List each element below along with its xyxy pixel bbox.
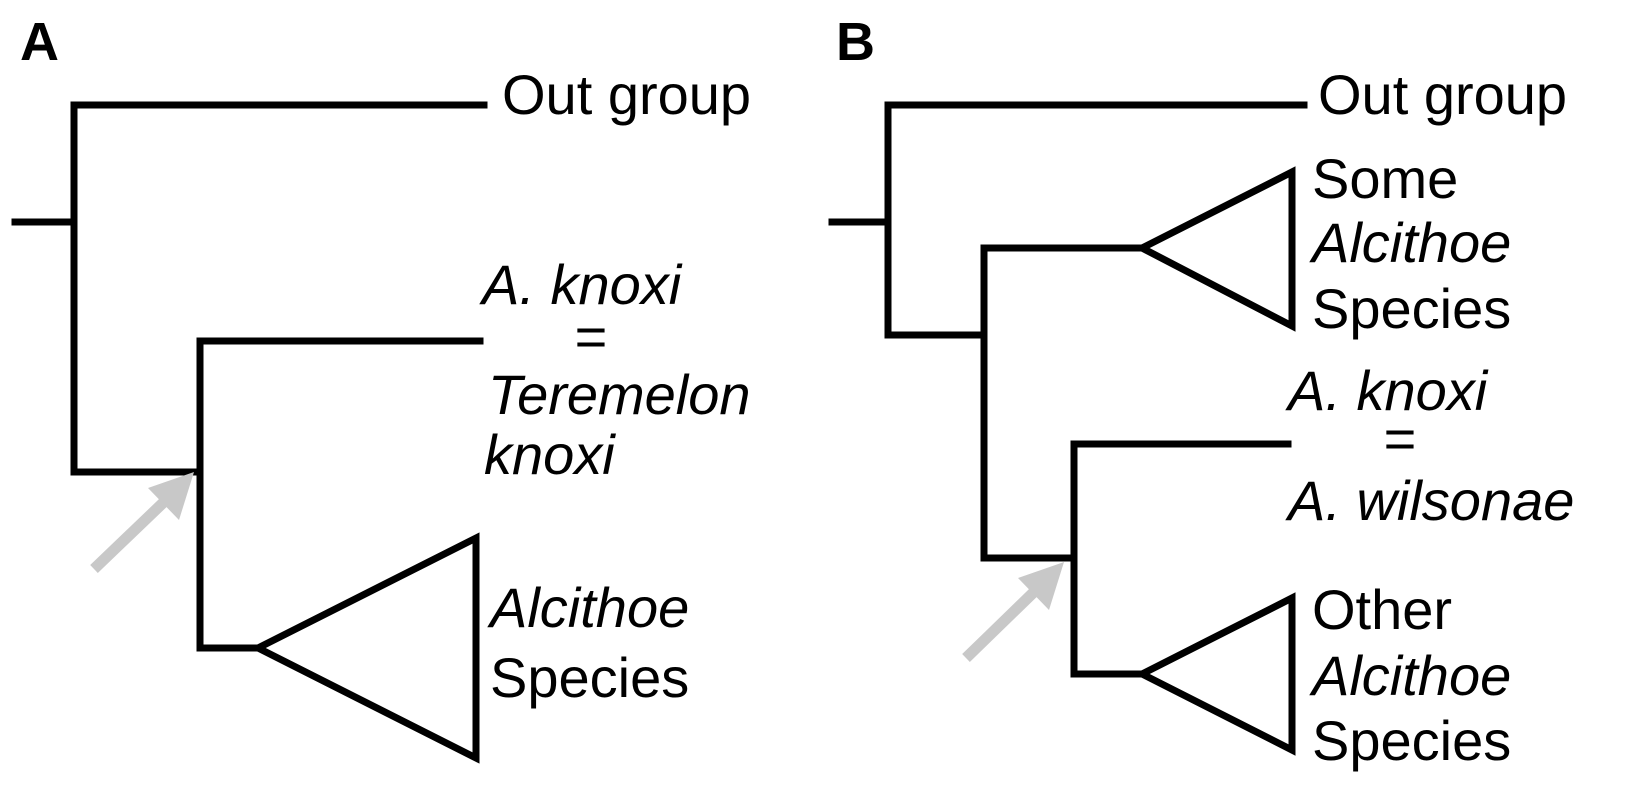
panel-a-letter: A — [20, 12, 59, 72]
some-alcithoe-label-line2: Alcithoe — [1309, 211, 1511, 274]
knoxi-label-equals: = — [1384, 407, 1417, 470]
panel-b-node-arrow — [962, 562, 1064, 662]
clade-label-line2: Species — [490, 646, 689, 709]
arrow-shaft — [90, 496, 170, 573]
arrow-shaft — [962, 586, 1040, 662]
outgroup-label: Out group — [502, 63, 751, 126]
panel-b-letter: B — [836, 12, 875, 72]
knoxi-label-equals: = — [575, 305, 608, 368]
panel-b-tree — [828, 101, 1308, 756]
some-alcithoe-clade-triangle — [1134, 166, 1296, 332]
knoxi-label-line3: Teremelon — [488, 363, 751, 426]
panel-b: B Out group Some Alcithoe Species A. kno… — [828, 12, 1574, 772]
alcithoe-clade-triangle — [250, 532, 480, 764]
panel-a: A Out group A. knoxi = Teremelon knoxi A… — [11, 12, 751, 764]
arrow-head — [1018, 562, 1064, 610]
knoxi-label-line3: A. wilsonae — [1285, 469, 1574, 532]
arrow-head — [148, 472, 194, 520]
other-alcithoe-clade-triangle — [1134, 592, 1296, 756]
panel-a-node-arrow — [90, 472, 194, 573]
knoxi-label-line4: knoxi — [484, 423, 616, 486]
some-alcithoe-label-line1: Some — [1312, 147, 1458, 210]
other-alcithoe-label-line1: Other — [1312, 578, 1452, 641]
other-alcithoe-label-line2: Alcithoe — [1309, 644, 1511, 707]
outgroup-label: Out group — [1318, 63, 1567, 126]
knoxi-label-line1: A. knoxi — [1285, 359, 1489, 422]
other-alcithoe-label-line3: Species — [1312, 709, 1511, 772]
knoxi-label-line1: A. knoxi — [479, 253, 683, 316]
panel-a-tree — [11, 101, 488, 764]
some-alcithoe-label-line3: Species — [1312, 277, 1511, 340]
clade-label-line1: Alcithoe — [487, 576, 689, 639]
